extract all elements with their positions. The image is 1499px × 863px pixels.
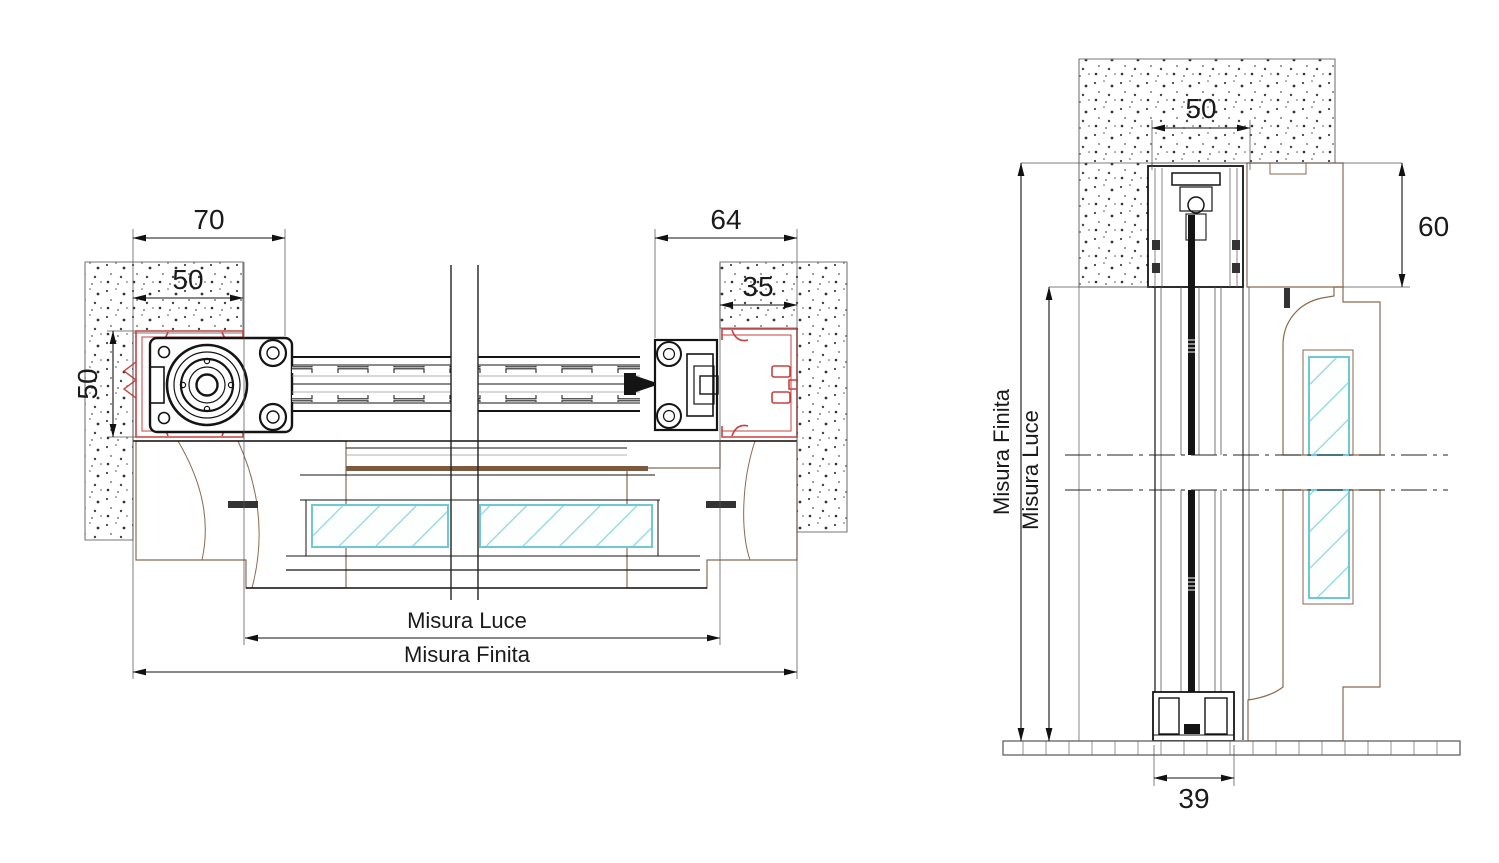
dim-text-misura-finita-v: Misura Finita	[989, 388, 1014, 515]
timber-window-below	[133, 440, 797, 589]
latch-keeper-assembly	[653, 338, 719, 432]
floor-track-assembly	[1152, 691, 1235, 742]
dim-text-50-track: 50	[1185, 93, 1216, 124]
panel-glass-edge-lower	[1188, 490, 1195, 728]
panel-glass-edge-upper	[1188, 215, 1195, 455]
sill-board	[346, 466, 648, 471]
door-leaf-upper	[1282, 286, 1381, 456]
timber-header-block	[1246, 162, 1344, 308]
roller-carriage-assembly	[148, 336, 294, 434]
timber-sill-section	[135, 440, 798, 589]
sliding-panel-glazing-plan	[292, 356, 660, 412]
glazing-unit-upper	[1308, 356, 1350, 456]
door-leaf-lower	[1247, 489, 1381, 742]
dim-text-70: 70	[193, 204, 224, 235]
dim-text-50-recess: 50	[172, 264, 203, 295]
interlock-profile	[624, 373, 636, 395]
hinge-detail	[1284, 288, 1290, 308]
floor-line	[1002, 740, 1461, 756]
dim-text-64: 64	[710, 204, 741, 235]
break-lines-section	[1065, 454, 1448, 491]
dimensions-section: 50 60 Misura Finita Misura Luce 39	[989, 93, 1449, 814]
dim-text-misura-luce-v: Misura Luce	[1018, 410, 1043, 530]
plan-section-view: 70 50 64 35 50 Misura Luce Misura Finita	[72, 204, 848, 679]
sliding-panel-vertical	[1154, 215, 1250, 740]
outer-frame-profile-red	[122, 328, 798, 438]
wall-concrete-right	[719, 261, 848, 533]
pivot-hardware-right	[706, 501, 736, 508]
break-lines-plan	[450, 265, 479, 600]
hanger-roller	[1187, 196, 1205, 214]
roller-wheel	[165, 343, 249, 427]
glazing-unit-lower	[1308, 489, 1350, 599]
top-track-assembly	[1147, 165, 1244, 288]
dim-text-35: 35	[742, 271, 773, 302]
glazing-unit-right	[479, 504, 653, 548]
dim-text-misura-luce: Misura Luce	[407, 608, 527, 633]
dim-text-50-depth: 50	[72, 368, 103, 399]
dim-text-misura-finita: Misura Finita	[404, 642, 531, 667]
pivot-hardware-left	[228, 501, 258, 508]
vertical-section-view: 50 60 Misura Finita Misura Luce 39	[989, 58, 1461, 814]
dim-text-60: 60	[1418, 211, 1449, 242]
dimensions-plan: 70 50 64 35 50 Misura Luce Misura Finita	[72, 204, 798, 679]
dim-text-39: 39	[1178, 783, 1209, 814]
glazing-unit-left	[311, 504, 449, 548]
